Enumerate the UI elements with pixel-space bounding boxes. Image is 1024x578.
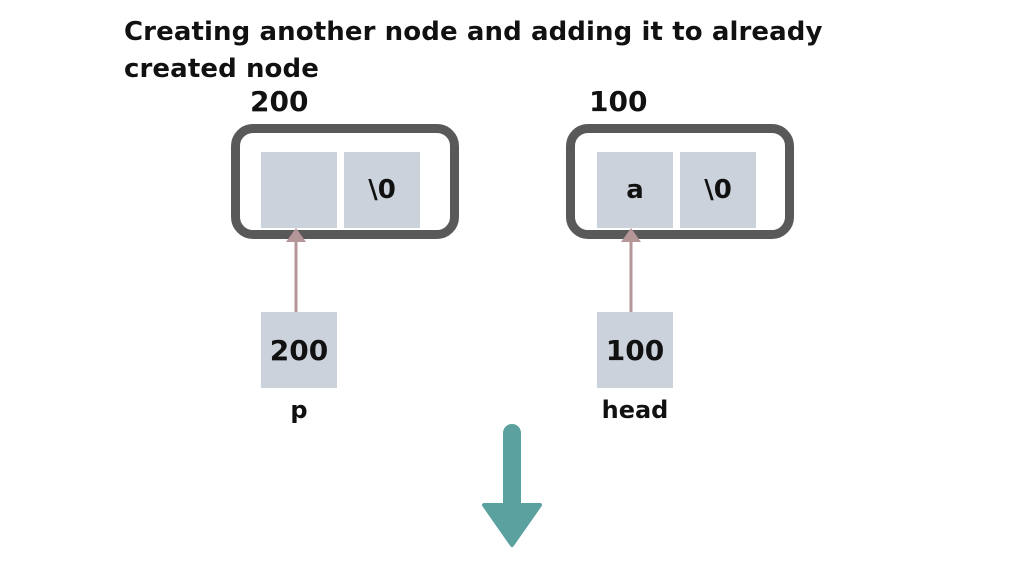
pointer-p-box: 200	[261, 312, 337, 388]
node-next-cell: \0	[344, 152, 420, 228]
node-100: a \0	[566, 124, 794, 239]
pointer-head-box: 100	[597, 312, 673, 388]
node-200: \0	[231, 124, 459, 239]
arrow-up-icon	[621, 228, 641, 312]
node-data-cell	[261, 152, 337, 228]
diagram-title: Creating another node and adding it to a…	[124, 17, 823, 84]
pointer-head-label: head	[601, 396, 669, 424]
arrow-up-icon	[286, 228, 306, 312]
node-data-cell: a	[597, 152, 673, 228]
arrow-down-icon	[482, 424, 542, 547]
node-next-cell: \0	[680, 152, 756, 228]
node-address-100: 100	[589, 85, 648, 118]
node-address-200: 200	[250, 85, 309, 118]
pointer-p-label: p	[290, 396, 308, 424]
